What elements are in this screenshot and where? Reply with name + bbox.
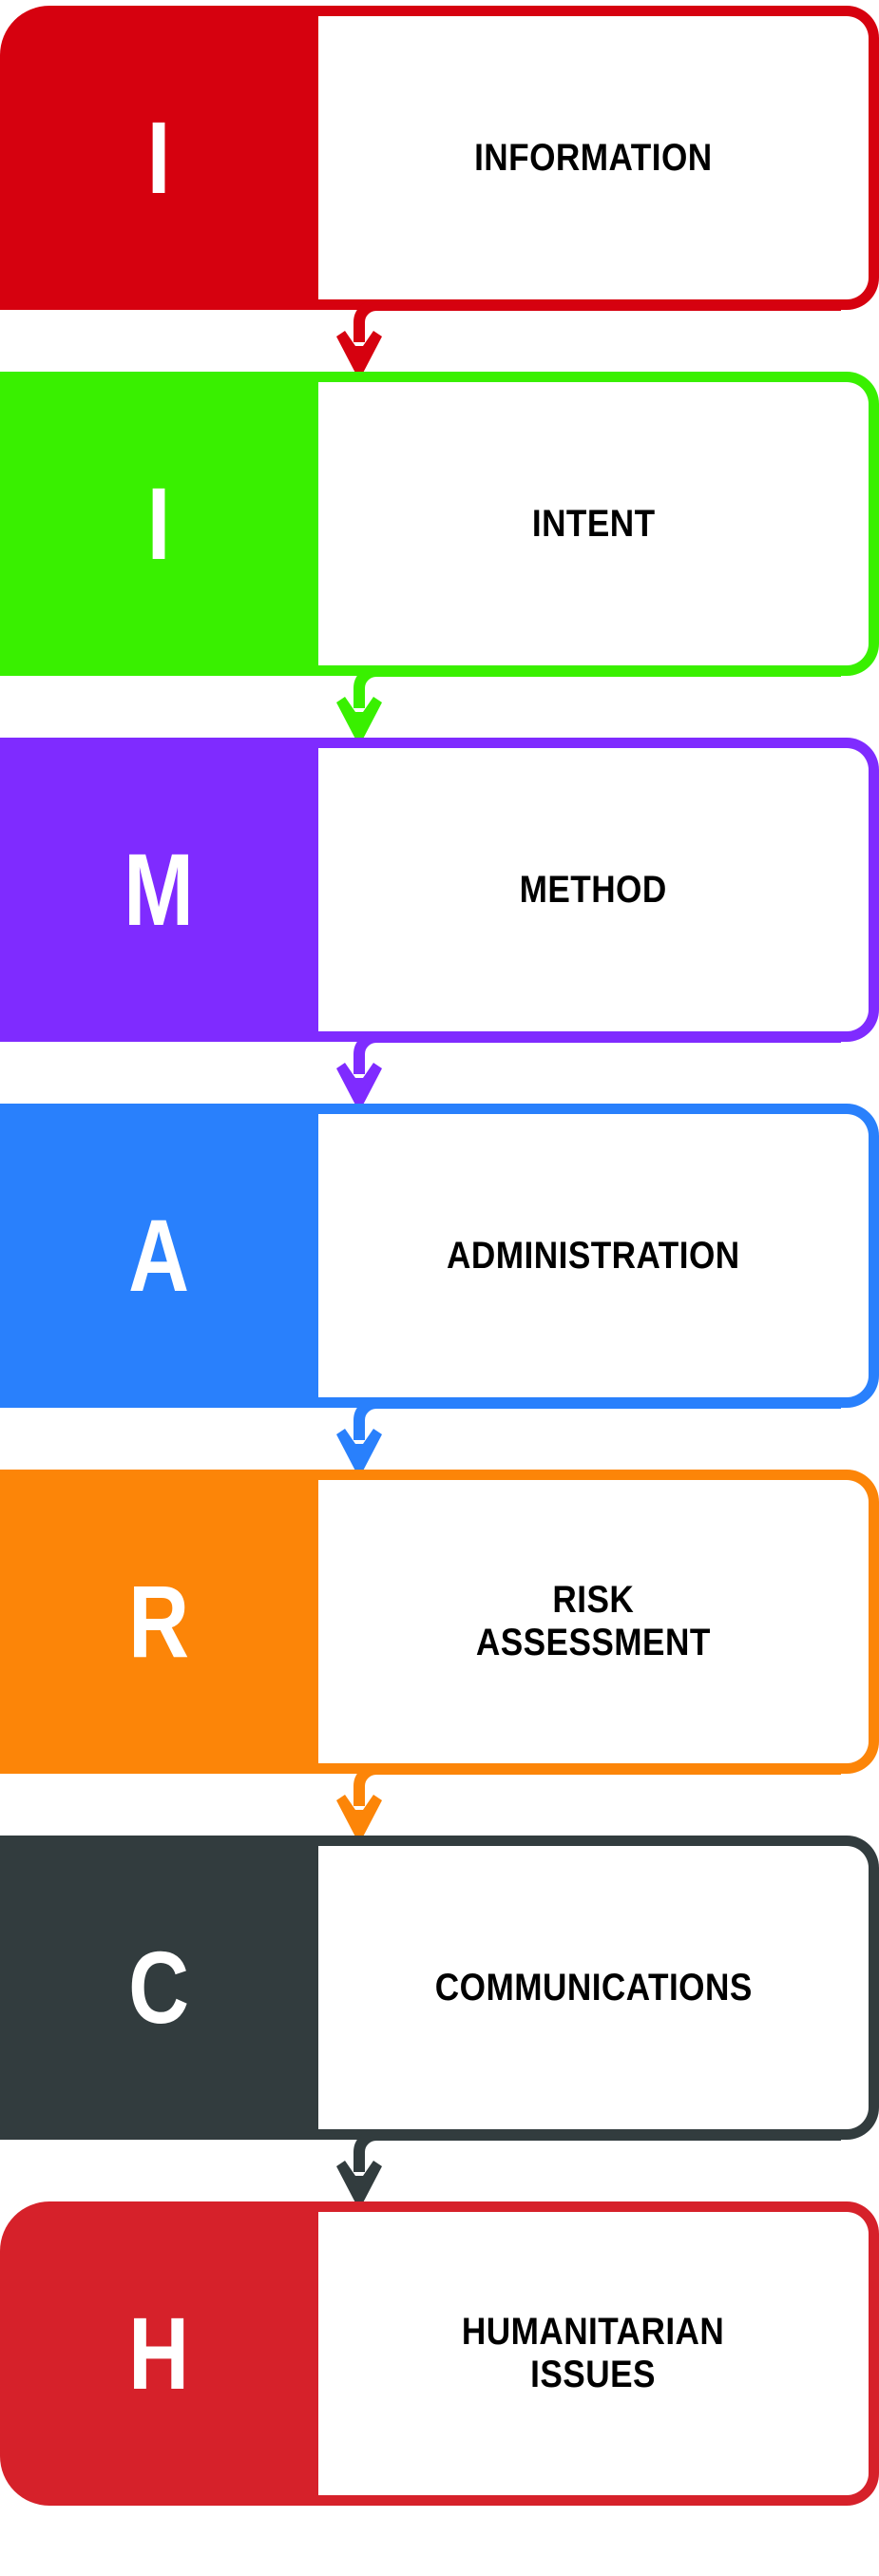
step-letter-block-6: C bbox=[0, 1836, 318, 2140]
step-label-4: ADMINISTRATION bbox=[447, 1234, 740, 1277]
flow-connector-arrow-2 bbox=[0, 665, 879, 748]
flow-connector-arrow-6 bbox=[0, 2129, 879, 2212]
flow-step-5[interactable]: R RISK ASSESSMENT bbox=[0, 1470, 879, 1774]
step-label-card-6[interactable]: COMMUNICATIONS bbox=[318, 1836, 879, 2140]
step-label-card-4[interactable]: ADMINISTRATION bbox=[318, 1104, 879, 1408]
flow-step-2[interactable]: I INTENT bbox=[0, 372, 879, 676]
step-label-3: METHOD bbox=[519, 868, 668, 911]
step-letter-block-7: H bbox=[0, 2201, 318, 2506]
flow-connector-arrow-5 bbox=[0, 1763, 879, 1846]
flow-connector-arrow-4 bbox=[0, 1397, 879, 1480]
step-letter-block-1: I bbox=[0, 6, 318, 310]
flow-step-4[interactable]: A ADMINISTRATION bbox=[0, 1104, 879, 1408]
step-letter-block-5: R bbox=[0, 1470, 318, 1774]
flow-step-6[interactable]: C COMMUNICATIONS bbox=[0, 1836, 879, 2140]
step-label-1: INFORMATION bbox=[474, 136, 713, 179]
step-letter-6: C bbox=[128, 1930, 190, 2046]
step-letter-block-2: I bbox=[0, 372, 318, 676]
step-letter-4: A bbox=[128, 1198, 190, 1314]
step-letter-block-3: M bbox=[0, 738, 318, 1042]
step-letter-3: M bbox=[124, 832, 195, 948]
step-label-2: INTENT bbox=[531, 502, 656, 545]
step-label-5: RISK ASSESSMENT bbox=[476, 1579, 711, 1663]
step-label-7: HUMANITARIAN ISSUES bbox=[462, 2311, 725, 2395]
step-label-6: COMMUNICATIONS bbox=[434, 1966, 753, 2009]
step-letter-2: I bbox=[146, 466, 172, 582]
step-label-card-5[interactable]: RISK ASSESSMENT bbox=[318, 1470, 879, 1774]
step-letter-5: R bbox=[128, 1564, 190, 1680]
flow-step-3[interactable]: M METHOD bbox=[0, 738, 879, 1042]
flow-connector-arrow-3 bbox=[0, 1031, 879, 1114]
step-label-card-2[interactable]: INTENT bbox=[318, 372, 879, 676]
step-label-card-1[interactable]: INFORMATION bbox=[318, 6, 879, 310]
step-letter-7: H bbox=[128, 2296, 190, 2412]
flow-connector-arrow-1 bbox=[0, 299, 879, 382]
step-letter-block-4: A bbox=[0, 1104, 318, 1408]
step-label-card-3[interactable]: METHOD bbox=[318, 738, 879, 1042]
flow-step-7[interactable]: H HUMANITARIAN ISSUES bbox=[0, 2201, 879, 2506]
step-label-card-7[interactable]: HUMANITARIAN ISSUES bbox=[318, 2201, 879, 2506]
step-letter-1: I bbox=[146, 100, 172, 216]
flow-step-1[interactable]: I INFORMATION bbox=[0, 6, 879, 310]
